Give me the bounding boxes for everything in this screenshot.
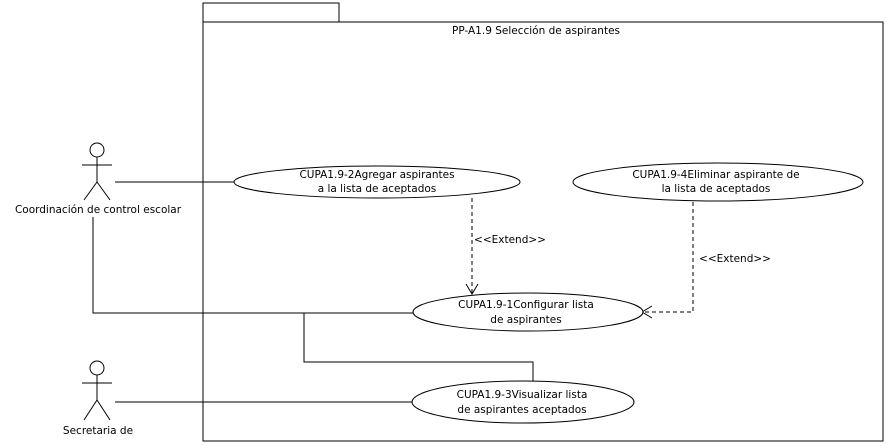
extend-agregar[interactable]: <<Extend>> bbox=[465, 198, 546, 295]
assoc-coordinacion-configurar bbox=[92, 217, 413, 314]
actor-secretaria-head bbox=[89, 360, 105, 376]
actor-secretaria-left-leg bbox=[83, 399, 98, 421]
package-body bbox=[202, 21, 884, 442]
package-title: PP-A1.9 Selección de aspirantes bbox=[452, 25, 620, 37]
actor-secretaria[interactable]: Secretaria de bbox=[63, 360, 133, 437]
package-tab bbox=[202, 2, 340, 24]
use-case-visualizar-line2: de aspirantes aceptados bbox=[457, 404, 586, 416]
extend-eliminar-label: <<Extend>> bbox=[699, 253, 771, 265]
use-case-eliminar-line1: CUPA1.9-4Eliminar aspirante de bbox=[632, 169, 799, 181]
use-case-agregar-line1: CUPA1.9-2Agregar aspirantes bbox=[299, 169, 454, 181]
associations bbox=[92, 181, 534, 403]
use-case-agregar-line2: a la lista de aceptados bbox=[318, 183, 437, 195]
use-case-agregar[interactable]: CUPA1.9-2Agregar aspirantes a la lista d… bbox=[233, 165, 521, 199]
package-frame: PP-A1.9 Selección de aspirantes bbox=[202, 2, 884, 442]
actor-coordinacion[interactable]: Coordinación de control escolar bbox=[15, 142, 182, 216]
use-case-visualizar[interactable]: CUPA1.9-3Visualizar lista de aspirantes … bbox=[411, 380, 635, 424]
assoc-configurar-visualizar-branch bbox=[303, 313, 534, 381]
use-case-configurar-line1: CUPA1.9-1Configurar lista bbox=[458, 299, 594, 311]
actor-secretaria-label: Secretaria de bbox=[63, 425, 133, 437]
actor-coordinacion-label: Coordinación de control escolar bbox=[15, 204, 182, 216]
actor-secretaria-right-leg bbox=[96, 399, 111, 421]
use-case-eliminar-ellipse bbox=[572, 162, 864, 202]
use-case-visualizar-line1: CUPA1.9-3Visualizar lista bbox=[457, 389, 588, 401]
use-case-configurar-line2: de aspirantes bbox=[490, 314, 561, 326]
use-case-configurar[interactable]: CUPA1.9-1Configurar lista de aspirantes bbox=[412, 292, 644, 332]
use-case-visualizar-ellipse bbox=[411, 380, 635, 424]
use-case-eliminar[interactable]: CUPA1.9-4Eliminar aspirante de la lista … bbox=[572, 162, 864, 202]
extend-eliminar-line bbox=[643, 202, 694, 313]
actor-coordinacion-left-leg bbox=[83, 181, 98, 201]
actor-coordinacion-head bbox=[89, 142, 105, 158]
extend-agregar-arrowhead bbox=[465, 283, 479, 295]
extend-agregar-label: <<Extend>> bbox=[474, 234, 546, 246]
actor-coordinacion-right-leg bbox=[96, 181, 111, 201]
use-case-agregar-ellipse bbox=[233, 165, 521, 199]
use-case-eliminar-line2: la lista de aceptados bbox=[662, 183, 771, 195]
use-case-configurar-ellipse bbox=[412, 292, 644, 332]
